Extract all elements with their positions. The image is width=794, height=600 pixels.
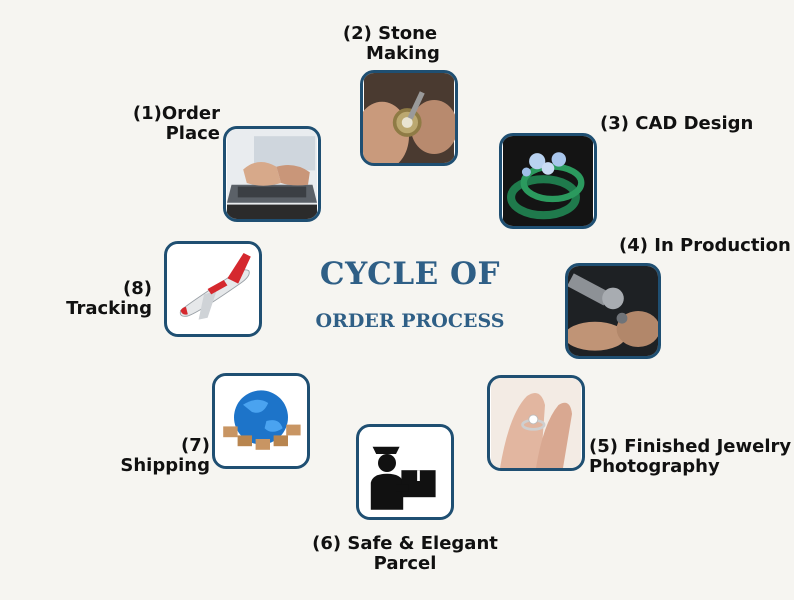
step-3-image [499, 133, 597, 229]
step-8-image [164, 241, 262, 337]
stone-setting-icon [363, 73, 455, 163]
cad-ring-icon [502, 136, 594, 226]
step-6-image [356, 424, 454, 520]
airplane-icon [167, 244, 259, 334]
step-7-label: (7) Shipping [110, 436, 210, 476]
step-8-label: (8) Tracking [50, 279, 152, 319]
ring-on-hand-icon [490, 378, 582, 468]
step-7-image [212, 373, 310, 469]
step-5-label: (5) Finished Jewelry Photography [589, 437, 791, 477]
step-6-label: (6) Safe & Elegant Parcel [305, 534, 505, 574]
globe-boxes-icon [215, 376, 307, 466]
laptop-typing-icon [226, 129, 318, 219]
courier-parcel-icon [359, 427, 451, 517]
step-1-image [223, 126, 321, 222]
step-4-image [565, 263, 661, 359]
diagram-title: CYCLE OF [300, 256, 520, 292]
step-2-label: (2) Stone Making [330, 24, 470, 64]
diagram-subtitle: ORDER PROCESS [300, 310, 520, 332]
step-2-image [360, 70, 458, 166]
polishing-icon [568, 266, 658, 356]
step-5-image [487, 375, 585, 471]
step-4-label: (4) In Production [619, 236, 791, 256]
step-3-label: (3) CAD Design [600, 114, 753, 134]
step-1-label: (1)Order Place [120, 104, 220, 144]
